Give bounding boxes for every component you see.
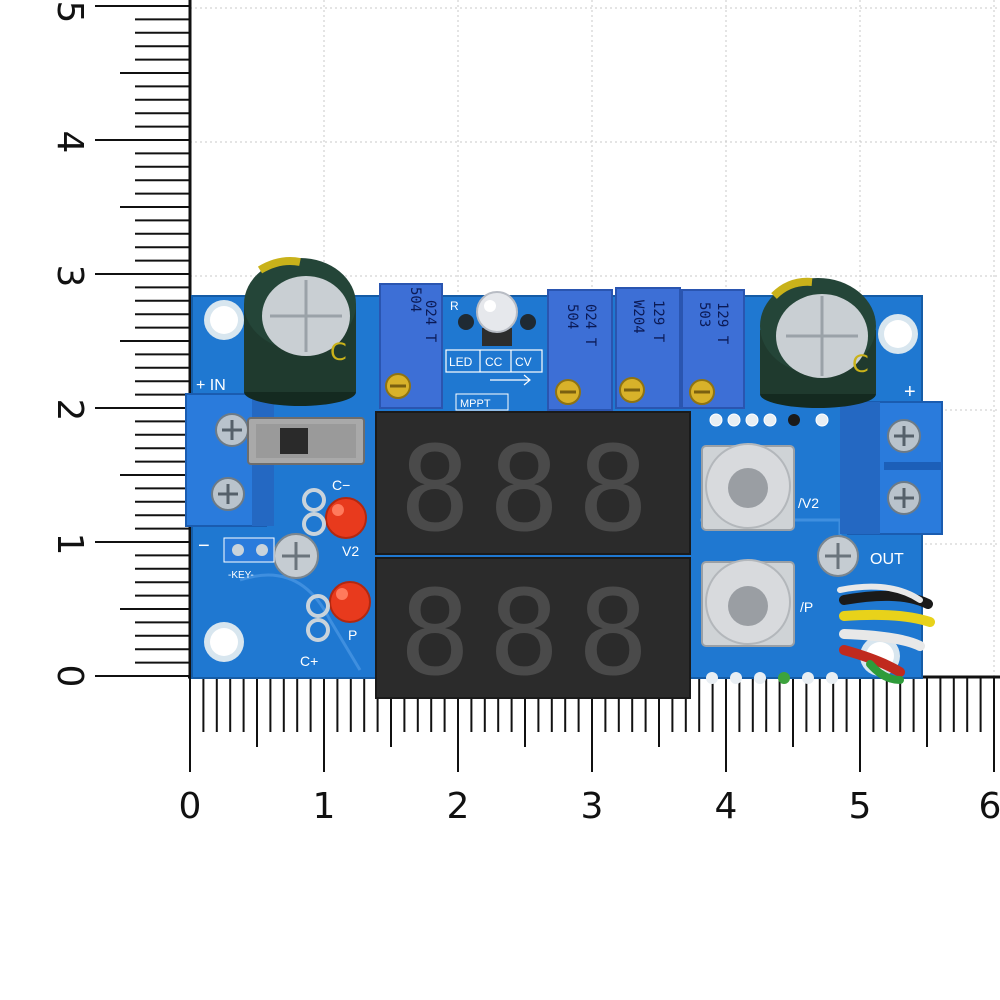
silk-c-plus: C+	[300, 653, 318, 669]
capacitor-marking: C	[852, 350, 869, 378]
wire-bundle	[837, 583, 935, 684]
h-tick-label: 0	[179, 786, 202, 827]
mounting-hole	[204, 300, 244, 340]
right-capacitor: C	[760, 277, 876, 408]
status-led	[458, 291, 536, 346]
screw-icon[interactable]	[215, 413, 249, 447]
silk-led: LED	[449, 355, 473, 369]
mounting-hole	[204, 622, 244, 662]
pot-label-line2: 129 T	[650, 300, 666, 343]
svg-text:024 T: 024 T	[582, 304, 598, 347]
screw-icon[interactable]	[887, 419, 921, 453]
silk-plus-right: +	[904, 381, 916, 403]
red-led-p	[306, 581, 371, 642]
silk-p: P	[348, 627, 357, 643]
silk-minus-left: −	[198, 535, 210, 557]
svg-text:129 T: 129 T	[714, 302, 730, 345]
v-tick-label: 2	[49, 399, 90, 422]
pot-label-line1: 503	[696, 302, 712, 327]
silk-v2-right: /V2	[798, 495, 819, 511]
potentiometer[interactable]: 504 024 T	[547, 289, 613, 411]
screw-icon[interactable]	[211, 477, 245, 511]
display-bottom-digits: 888	[399, 564, 666, 702]
left-capacitor: C	[244, 257, 356, 406]
silk-cc: CC	[485, 355, 503, 369]
v-tick-label: 3	[49, 265, 90, 288]
silk-mppt: MPPT	[460, 398, 491, 410]
board-screw-icon	[817, 535, 859, 577]
silk-r: R	[450, 299, 459, 313]
display-top: 888	[375, 411, 691, 558]
slide-switch[interactable]	[247, 417, 365, 465]
mode-indicator-silkscreen: LED CC CV MPPT	[445, 349, 543, 411]
svg-text:503: 503	[696, 302, 712, 327]
display-bottom: 888	[375, 557, 691, 702]
board-screw-icon	[273, 533, 319, 579]
red-led-v2	[302, 488, 367, 539]
silk-c-minus: C−	[332, 477, 350, 493]
output-terminal-block[interactable]	[840, 401, 943, 535]
display-top-digits: 888	[399, 420, 666, 558]
mounting-hole	[878, 314, 918, 354]
h-tick-label: 5	[849, 786, 872, 827]
silk-cv: CV	[515, 355, 532, 369]
svg-text:504: 504	[407, 287, 423, 312]
pot-label-line2: 024 T	[582, 304, 598, 347]
horizontal-ruler: 0 1 2 3 4 5 6	[179, 675, 1000, 827]
v-tick-label: 0	[49, 665, 90, 688]
svg-text:W204: W204	[630, 300, 646, 334]
potentiometer[interactable]: W204 129 T	[615, 287, 681, 409]
potentiometer[interactable]: 504 024 T	[379, 283, 443, 409]
pot-label-line1: 504	[564, 304, 580, 329]
h-tick-label: 6	[979, 786, 1000, 827]
pot-label-line1: W204	[630, 300, 646, 334]
pot-label-line1: 504	[407, 287, 423, 312]
silk-v2: V2	[342, 543, 359, 559]
bottom-pads	[706, 672, 838, 684]
h-tick-label: 3	[581, 786, 604, 827]
h-tick-label: 1	[313, 786, 336, 827]
silk-in-label: + IN	[196, 377, 226, 394]
silk-key: -KEY-	[228, 570, 254, 581]
header-pads	[709, 413, 829, 427]
v-tick-label: 5	[49, 1, 90, 24]
pot-label-line2: 024 T	[422, 300, 438, 343]
silk-p-right: /P	[800, 599, 813, 615]
pot-label-line2: 129 T	[714, 302, 730, 345]
h-tick-label: 4	[715, 786, 738, 827]
v-tick-label: 4	[49, 131, 90, 154]
push-button-v2[interactable]	[701, 443, 795, 531]
v-tick-label: 1	[49, 533, 90, 556]
svg-text:024 T: 024 T	[422, 300, 438, 343]
potentiometer[interactable]: 503 129 T	[681, 289, 745, 409]
push-button-p[interactable]	[701, 559, 795, 647]
svg-text:504: 504	[564, 304, 580, 329]
vertical-ruler: 0 1 2 3 4 5	[49, 0, 192, 688]
h-tick-label: 2	[447, 786, 470, 827]
svg-text:129 T: 129 T	[650, 300, 666, 343]
screw-icon[interactable]	[887, 481, 921, 515]
key-pads	[223, 537, 275, 563]
capacitor-marking: C	[330, 338, 347, 366]
silk-out-label: OUT	[870, 551, 904, 568]
